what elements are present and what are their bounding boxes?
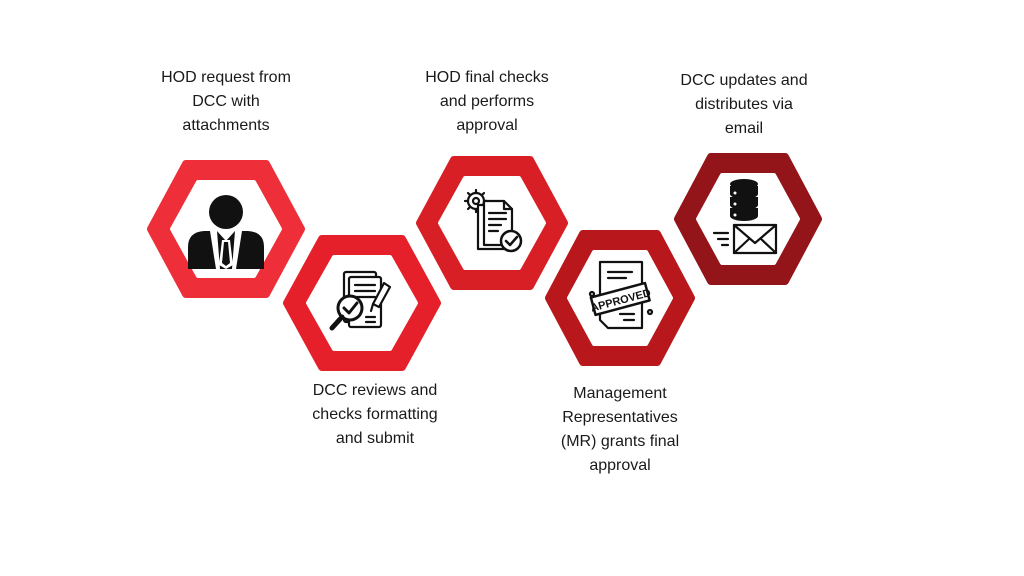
label-line: approval [589,457,651,474]
label-line: approval [456,117,518,134]
step-4-label: Management Representatives (MR) grants f… [520,382,720,478]
step-1-label: HOD request from DCC with attachments [126,66,326,138]
step-1-hexagon [147,160,305,298]
documents-approval-icon [463,188,523,253]
database-icon [730,179,758,221]
label-line: Representatives [562,409,678,426]
email-icon [712,223,778,255]
label-line: (MR) grants final [560,433,680,450]
step-3-hexagon [416,156,568,290]
step-3-label: HOD final checks and performs approval [387,66,587,138]
label-line: checks formatting [312,406,438,423]
businessman-icon [188,195,264,269]
document-review-icon [329,270,392,331]
label-line: HOD request from [161,69,291,86]
approved-stamp-icon: APPROVED [588,260,654,330]
label-line: DCC reviews and [312,382,438,399]
step-4-hexagon: APPROVED [545,230,695,366]
label-line: distributes via [695,96,793,113]
label-line: HOD final checks [425,69,549,86]
step-2-label: DCC reviews and checks formatting and su… [275,379,475,451]
label-line: and submit [335,430,415,447]
step-5-hexagon [674,153,822,285]
label-line: email [724,120,764,137]
step-2-hexagon [283,235,441,371]
step-5-label: DCC updates and distributes via email [644,69,844,141]
label-line: and performs [439,93,535,110]
label-line: DCC updates and [680,72,808,89]
label-line: attachments [182,117,270,134]
label-line: Management [573,385,667,402]
database-email-icon [712,179,778,255]
label-line: DCC with [192,93,260,110]
